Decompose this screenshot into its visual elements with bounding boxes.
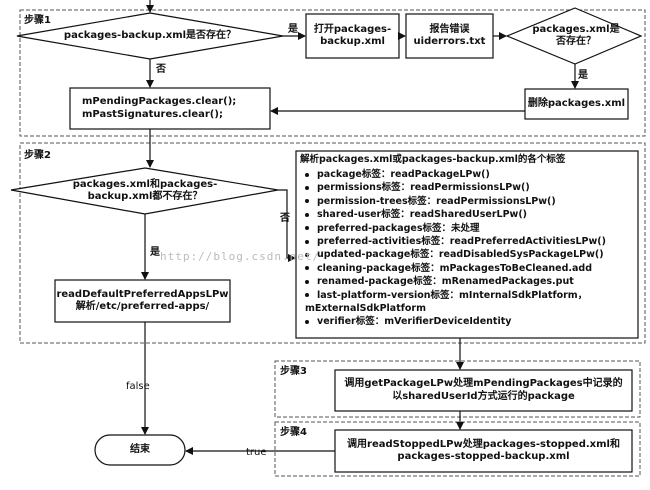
parse-tag-item: shared-user标签：readSharedUserLPw() <box>305 208 527 221</box>
parse-tag-item: preferred-packages标签：未处理 <box>305 222 480 235</box>
open-backup-shape <box>305 13 400 59</box>
open-backup-box: 打开packages-backup.xml <box>313 23 392 48</box>
report-error-box: 报告错误uiderrors.txt <box>413 23 486 48</box>
report-error-shape <box>405 13 494 59</box>
parse-tag-item: preferred-activities标签：readPreferredActi… <box>305 235 606 248</box>
step2-label: 步骤2 <box>24 150 51 161</box>
step2-frame <box>19 142 646 344</box>
bullet-dot-icon <box>305 185 309 190</box>
edge-label-no2: 否 <box>280 213 290 224</box>
parse-tag-item: updated-package标签：readDisabledSysPackage… <box>305 248 604 261</box>
parse-tag-text: last-platform-version标签：mInternalSdkPlat… <box>305 289 588 314</box>
parse-tag-item: permissions标签：readPermissionsLPw() <box>305 181 530 194</box>
parse-tag-text: renamed-package标签：mRenamedPackages.put <box>317 276 574 288</box>
delete-packages-shape <box>524 88 629 120</box>
watermark: http://blog.csdn.net/ <box>160 250 321 263</box>
step3-shape <box>334 369 633 412</box>
edge-label-no1: 否 <box>156 64 166 75</box>
read-default-prefs-shape <box>54 279 231 323</box>
bullet-dot-icon <box>305 199 309 204</box>
parse-tags-title: 解析packages.xml或packages-backup.xml的各个标签 <box>300 154 566 165</box>
step3-label: 步骤3 <box>280 366 307 377</box>
parse-tag-text: cleaning-package标签：mPackagesToBeCleaned.… <box>317 262 592 274</box>
bullet-dot-icon <box>305 319 309 324</box>
parse-tag-text: preferred-packages标签：未处理 <box>317 222 480 234</box>
parse-tags-shape <box>295 150 639 339</box>
bullet-dot-icon <box>305 279 309 284</box>
parse-tag-item: package标签：readPackageLPw() <box>305 168 490 181</box>
bullet-dot-icon <box>305 252 309 257</box>
parse-tag-item: renamed-package标签：mRenamedPackages.put <box>305 275 574 288</box>
parse-tag-text: shared-user标签：readSharedUserLPw() <box>317 209 528 221</box>
step3-box: 调用getPackageLPw处理mPendingPackages中记录的以sh… <box>344 378 623 402</box>
bullet-dot-icon <box>305 172 309 177</box>
bullet-dot-icon <box>305 212 309 217</box>
decision-neither-exists: packages.xml和packages-backup.xml都不存在？ <box>72 178 218 203</box>
parse-tag-item: permission-trees标签：readPermissionsLPw() <box>305 195 556 208</box>
parse-tag-item: cleaning-package标签：mPackagesToBeCleaned.… <box>305 262 592 275</box>
step1-label: 步骤1 <box>24 15 51 26</box>
edge-label-yes1: 是 <box>288 24 298 35</box>
edge-label-yes3: 是 <box>150 247 160 258</box>
decision-packages-exists: packages.xml是否存在？ <box>532 23 620 48</box>
parse-tag-text: package标签：readPackageLPw() <box>317 169 490 180</box>
clear-pending-box: mPendingPackages.clear(); mPastSignature… <box>82 96 237 120</box>
parse-tag-text: permissions标签：readPermissionsLPw() <box>317 182 530 194</box>
step4-box: 调用readStoppedLPw处理packages-stopped.xml和p… <box>347 438 620 463</box>
delete-packages-box: 删除packages.xml <box>527 97 626 109</box>
step4-label: 步骤4 <box>280 427 307 438</box>
parse-tag-item: last-platform-version标签：mInternalSdkPlat… <box>305 289 625 316</box>
step3-frame <box>274 360 641 418</box>
parse-tag-text: updated-package标签：readDisabledSysPackage… <box>317 249 604 261</box>
parse-tag-item: verifier标签：mVerifierDeviceIdentity <box>305 315 511 328</box>
clear-pending-shape <box>69 87 271 130</box>
step1-frame <box>19 9 646 137</box>
edge-no-to-parse <box>278 189 296 262</box>
edge-label-yes2: 是 <box>578 70 588 81</box>
step4-shape <box>334 429 633 473</box>
parse-tag-text: preferred-activities标签：readPreferredActi… <box>317 236 606 247</box>
decision-backup-exists: packages-backup.xml是否存在？ <box>63 29 237 41</box>
bullet-dot-icon <box>305 226 309 231</box>
parse-tag-text: verifier标签：mVerifierDeviceIdentity <box>317 316 512 328</box>
edge-label-false: false <box>126 381 150 392</box>
parse-tag-text: permission-trees标签：readPermissionsLPw() <box>317 195 556 207</box>
end-terminal: 结束 <box>130 443 150 455</box>
read-default-prefs-box: readDefaultPreferredAppsLPw解析/etc/prefer… <box>56 288 229 313</box>
bullet-dot-icon <box>305 239 309 244</box>
bullet-dot-icon <box>305 293 309 298</box>
edge-label-true: true <box>246 447 267 458</box>
bullet-dot-icon <box>305 266 309 271</box>
